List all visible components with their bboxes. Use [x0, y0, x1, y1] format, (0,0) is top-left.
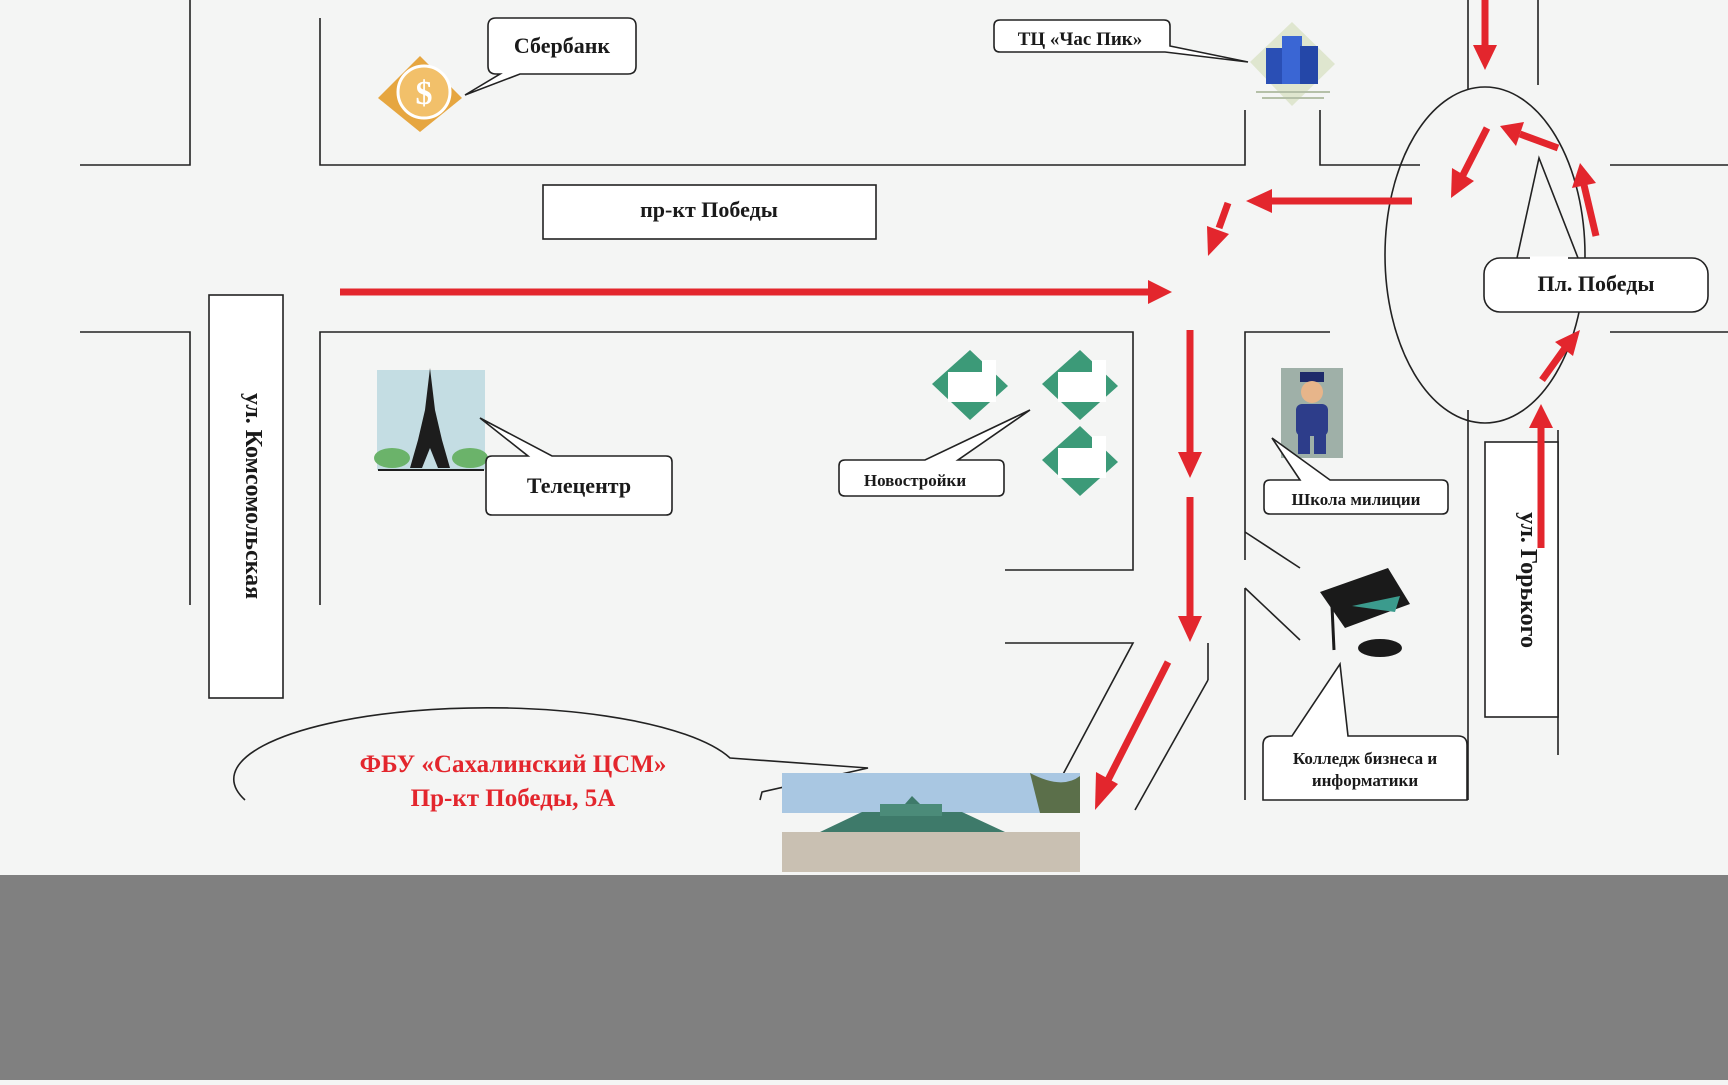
route-arrow-turn: [1207, 201, 1232, 256]
route-arrows: [340, 0, 1600, 810]
street-label-pobedy: пр-кт Победы: [542, 184, 877, 240]
landmark-college: Колледж бизнеса и информатики: [1262, 568, 1468, 801]
street-label-gorkogo: ул. Горького: [1484, 441, 1559, 718]
route-arrow-west: [1246, 189, 1412, 213]
landmark-new-buildings: Новостройки: [838, 350, 1118, 497]
street-label-komsomolskaya: ул. Комсомольская: [208, 294, 284, 699]
route-arrow-south-1: [1178, 330, 1202, 478]
svg-text:ул. Горького: ул. Горького: [1515, 512, 1541, 648]
building-photo: [782, 773, 1080, 872]
destination-address: Пр-кт Победы, 5А: [411, 785, 616, 812]
eiffel-tower-icon: [374, 368, 488, 471]
route-arrow-to-destination: [1095, 660, 1172, 810]
bottom-band: [0, 875, 1728, 1080]
svg-text:$: $: [416, 75, 433, 112]
office-tower-icon: [1250, 22, 1335, 106]
police-officer-icon: [1281, 368, 1343, 458]
route-arrow-south-2: [1178, 497, 1202, 642]
square-label: Пл. Победы: [1483, 155, 1709, 313]
route-arrow-square-north: [1572, 163, 1600, 237]
svg-text:Сбербанк: Сбербанк: [514, 33, 611, 58]
destination: ФБУ «Сахалинский ЦСМ» Пр-кт Победы, 5А: [232, 706, 1080, 872]
svg-text:Школа милиции: Школа милиции: [1292, 490, 1421, 509]
svg-text:Пл. Победы: Пл. Победы: [1537, 271, 1654, 296]
landmark-telecenter: Телецентр: [374, 368, 673, 516]
svg-text:Телецентр: Телецентр: [527, 473, 631, 498]
graduation-cap-icon: [1320, 568, 1410, 657]
new-building-icon: [1042, 350, 1118, 420]
dollar-tag-icon: $: [378, 56, 462, 132]
route-arrow-square-in: [1539, 330, 1580, 383]
svg-text:ТЦ «Час Пик»: ТЦ «Час Пик»: [1018, 29, 1143, 50]
landmark-police-school: Школа милиции: [1263, 368, 1449, 515]
route-arrow-east: [340, 280, 1172, 304]
svg-text:пр-кт Победы: пр-кт Победы: [640, 197, 778, 222]
svg-text:информатики: информатики: [1312, 771, 1419, 790]
route-arrow-gorkogo-north: [1529, 404, 1553, 548]
svg-text:ул. Комсомольская: ул. Комсомольская: [240, 393, 266, 599]
svg-text:Новостройки: Новостройки: [864, 471, 967, 490]
new-building-icon: [1042, 426, 1118, 496]
destination-name: ФБУ «Сахалинский ЦСМ»: [360, 751, 667, 778]
new-building-icon: [932, 350, 1008, 420]
route-arrow-square-out: [1451, 126, 1491, 198]
road-lines: [80, 0, 1728, 811]
route-arrow-top-south: [1473, 0, 1497, 70]
landmark-mall: ТЦ «Час Пик»: [993, 19, 1335, 106]
svg-text:Колледж бизнеса и: Колледж бизнеса и: [1293, 749, 1438, 768]
landmark-sberbank: $ Сбербанк: [378, 17, 637, 132]
route-arrow-square-top: [1500, 122, 1560, 152]
